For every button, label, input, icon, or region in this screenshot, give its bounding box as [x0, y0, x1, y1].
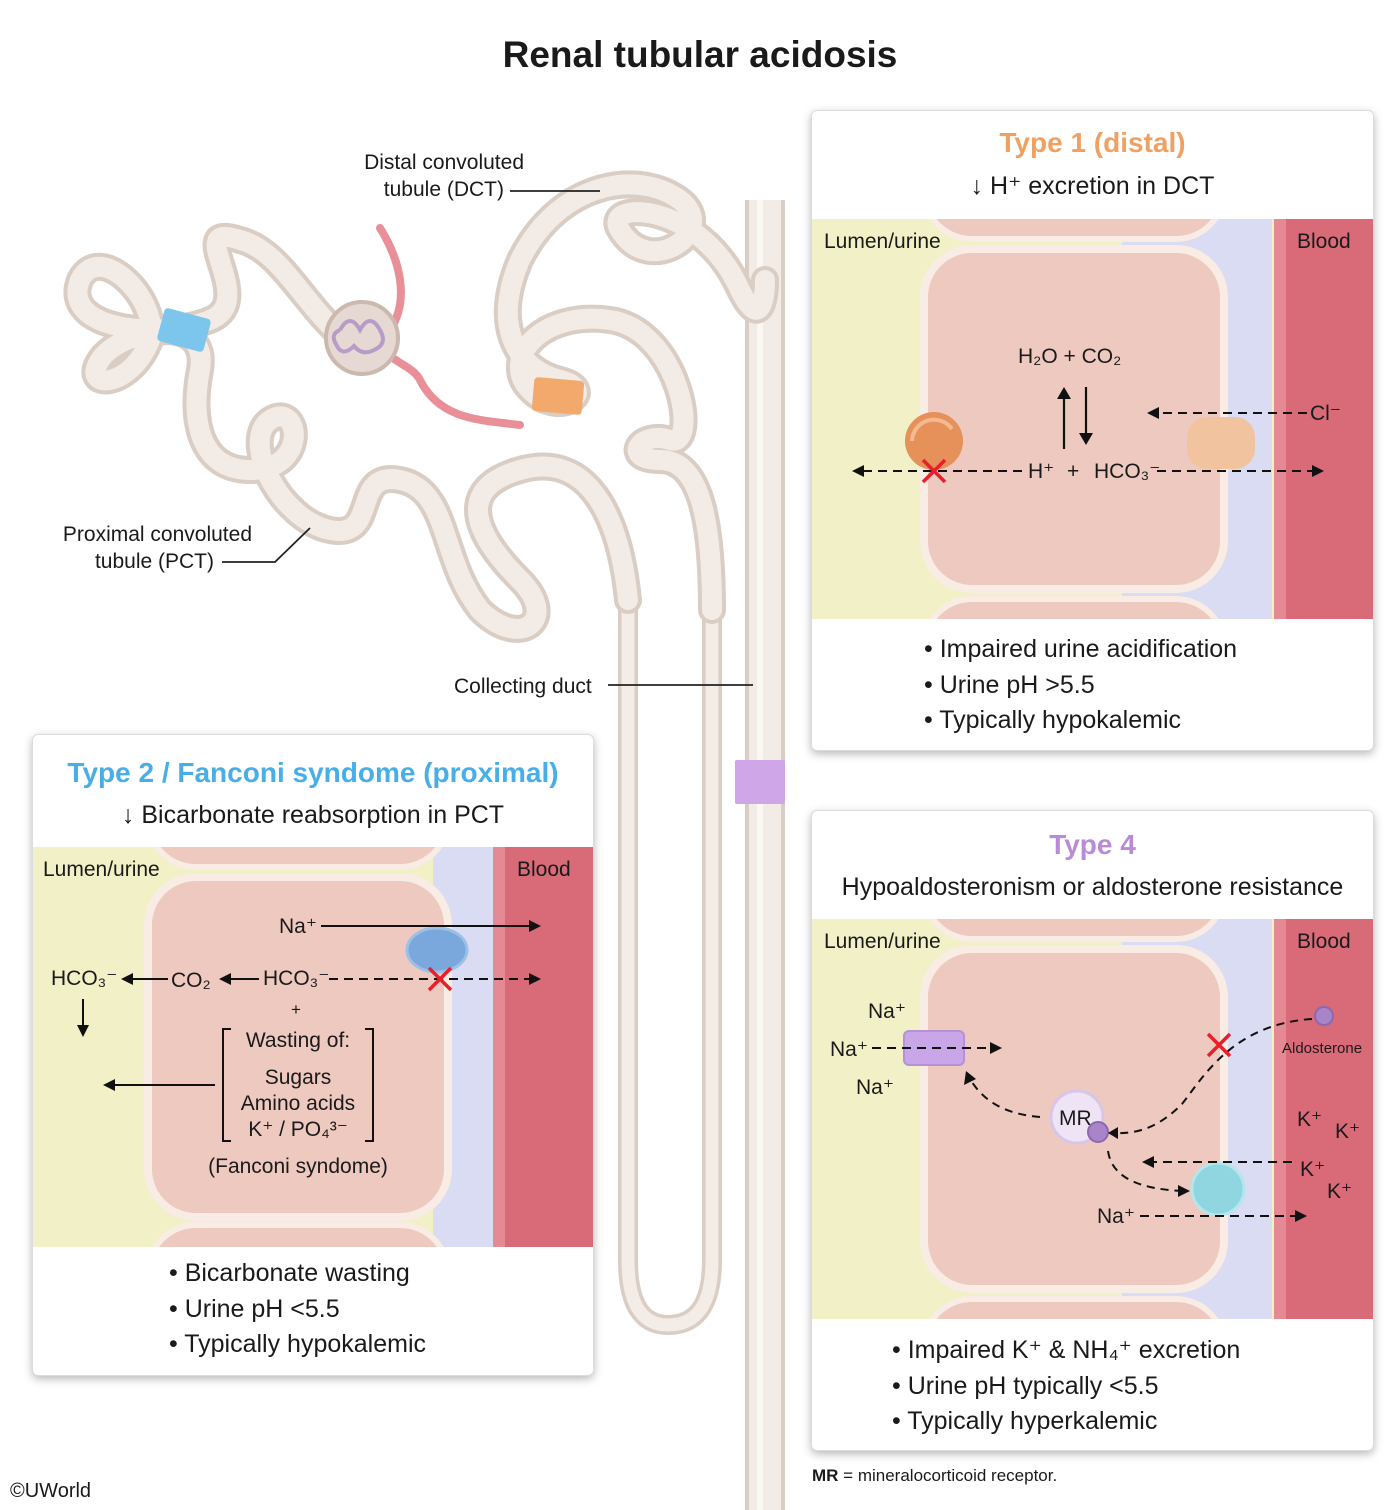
- type4-na: Na⁺: [830, 1038, 868, 1061]
- type4-na-cell: Na⁺: [1097, 1205, 1135, 1228]
- type2-wasting-item: K⁺ / PO₄³⁻: [248, 1118, 348, 1141]
- arteriole: [376, 224, 524, 429]
- aldosterone-icon: [1314, 1006, 1334, 1026]
- type2-cell-diagram: Lumen/urine Blood Na⁺ HCO₃⁻ CO₂ HCO₃⁻ + …: [33, 847, 593, 1247]
- type4-mr: MR: [1059, 1107, 1092, 1130]
- type1-blood-label: Blood: [1297, 230, 1351, 253]
- type2-fanconi: (Fanconi syndome): [208, 1155, 388, 1178]
- type4-na: Na⁺: [856, 1076, 894, 1099]
- nbc-cotransporter-icon: [405, 926, 469, 974]
- type2-subtitle: ↓ Bicarbonate reabsorption in PCT: [121, 801, 505, 829]
- footnote: MR = mineralocorticoid receptor.: [812, 1466, 1058, 1485]
- type4-bullet: • Typically hyperkalemic: [892, 1407, 1158, 1435]
- type1-lumen-label: Lumen/urine: [824, 230, 941, 253]
- type2-bullet: • Bicarbonate wasting: [169, 1259, 410, 1287]
- type1-card: Type 1 (distal) ↓ H⁺ excretion in DCT Lu…: [811, 110, 1374, 751]
- type4-card: Type 4 Hypoaldosteronism or aldosterone …: [811, 810, 1374, 1451]
- type2-wasting-item: Amino acids: [241, 1092, 355, 1115]
- type2-wasting-item: Sugars: [265, 1066, 332, 1089]
- page-title: Renal tubular acidosis: [502, 34, 898, 75]
- type2-bullet: • Urine pH <5.5: [169, 1294, 340, 1323]
- type1-bullet: • Urine pH >5.5: [924, 670, 1095, 699]
- type1-bullet: • Typically hypokalemic: [924, 706, 1182, 734]
- pct-marker: [157, 308, 211, 352]
- type4-title: Type 4: [1049, 829, 1136, 860]
- type2-blood-label: Blood: [517, 858, 571, 881]
- type1-subtitle: ↓ H⁺ excretion in DCT: [970, 172, 1215, 200]
- type4-bullet: • Urine pH typically <5.5: [892, 1371, 1159, 1400]
- type1-bullet: • Impaired urine acidification: [924, 635, 1238, 663]
- type2-wasting-title: Wasting of:: [246, 1029, 350, 1052]
- type4-blood-label: Blood: [1297, 930, 1351, 953]
- cd-marker: [735, 760, 785, 804]
- type2-plus: +: [291, 1000, 301, 1019]
- type4-cell-diagram: Lumen/urine Blood Na⁺ Na⁺ Na⁺ MR Aldoste…: [812, 919, 1373, 1319]
- type1-h: H⁺: [1028, 460, 1054, 483]
- type1-plus: +: [1067, 460, 1079, 483]
- type2-title: Type 2 / Fanconi syndome (proximal): [67, 757, 559, 788]
- type2-lumen-label: Lumen/urine: [43, 858, 160, 881]
- copyright: ©UWorld: [10, 1480, 92, 1502]
- type2-card: Type 2 / Fanconi syndome (proximal) ↓ Bi…: [32, 734, 594, 1376]
- pct-label: Proximal convoluted tubule (PCT): [62, 523, 252, 573]
- type1-title: Type 1 (distal): [999, 127, 1186, 158]
- collecting-duct-label: Collecting duct: [454, 675, 592, 698]
- type4-aldosterone: Aldosterone: [1282, 1040, 1362, 1057]
- type4-k: K⁺: [1335, 1120, 1360, 1143]
- type4-block-x-icon: [1206, 1032, 1232, 1058]
- dct-marker: [531, 377, 585, 415]
- type1-eq-h2o: H₂O + CO₂: [1018, 345, 1121, 368]
- type1-cl: Cl⁻: [1310, 402, 1341, 425]
- type1-hco3: HCO₃⁻: [1094, 460, 1160, 483]
- type2-block-x-icon: [427, 966, 453, 992]
- type4-bullet: • Impaired K⁺ & NH₄⁺ excretion: [892, 1336, 1241, 1364]
- type4-k: K⁺: [1300, 1158, 1325, 1181]
- type4-bullets: • Impaired K⁺ & NH₄⁺ excretion • Urine p…: [892, 1333, 1240, 1440]
- dct-label: Distal convoluted tubule (DCT): [364, 151, 524, 201]
- loop-of-henle: [618, 600, 722, 1336]
- type4-subtitle: Hypoaldosteronism or aldosterone resista…: [841, 873, 1344, 901]
- type4-k: K⁺: [1327, 1180, 1352, 1203]
- na-k-atpase-icon: [1190, 1161, 1246, 1217]
- type2-co2: CO₂: [171, 969, 211, 992]
- type1-block-x-icon: [921, 458, 947, 484]
- type4-na: Na⁺: [868, 1000, 906, 1023]
- type2-hco3-cell: HCO₃⁻: [263, 967, 329, 990]
- type2-hco3-lumen: HCO₃⁻: [51, 967, 117, 990]
- type4-lumen-label: Lumen/urine: [824, 930, 941, 953]
- type1-bullets: • Impaired urine acidification • Urine p…: [924, 632, 1237, 739]
- type2-na: Na⁺: [279, 915, 317, 938]
- aldosterone-bound-icon: [1087, 1121, 1109, 1143]
- type4-k: K⁺: [1297, 1108, 1322, 1131]
- type2-bullets: • Bicarbonate wasting • Urine pH <5.5 • …: [169, 1256, 426, 1363]
- glomerulus: [324, 300, 400, 376]
- type2-bullet: • Typically hypokalemic: [169, 1330, 427, 1358]
- cl-hco3-exchanger-icon: [1187, 417, 1255, 469]
- type1-cell-diagram: Lumen/urine Blood H₂O + CO₂ H⁺ + HCO₃⁻ C…: [812, 219, 1373, 619]
